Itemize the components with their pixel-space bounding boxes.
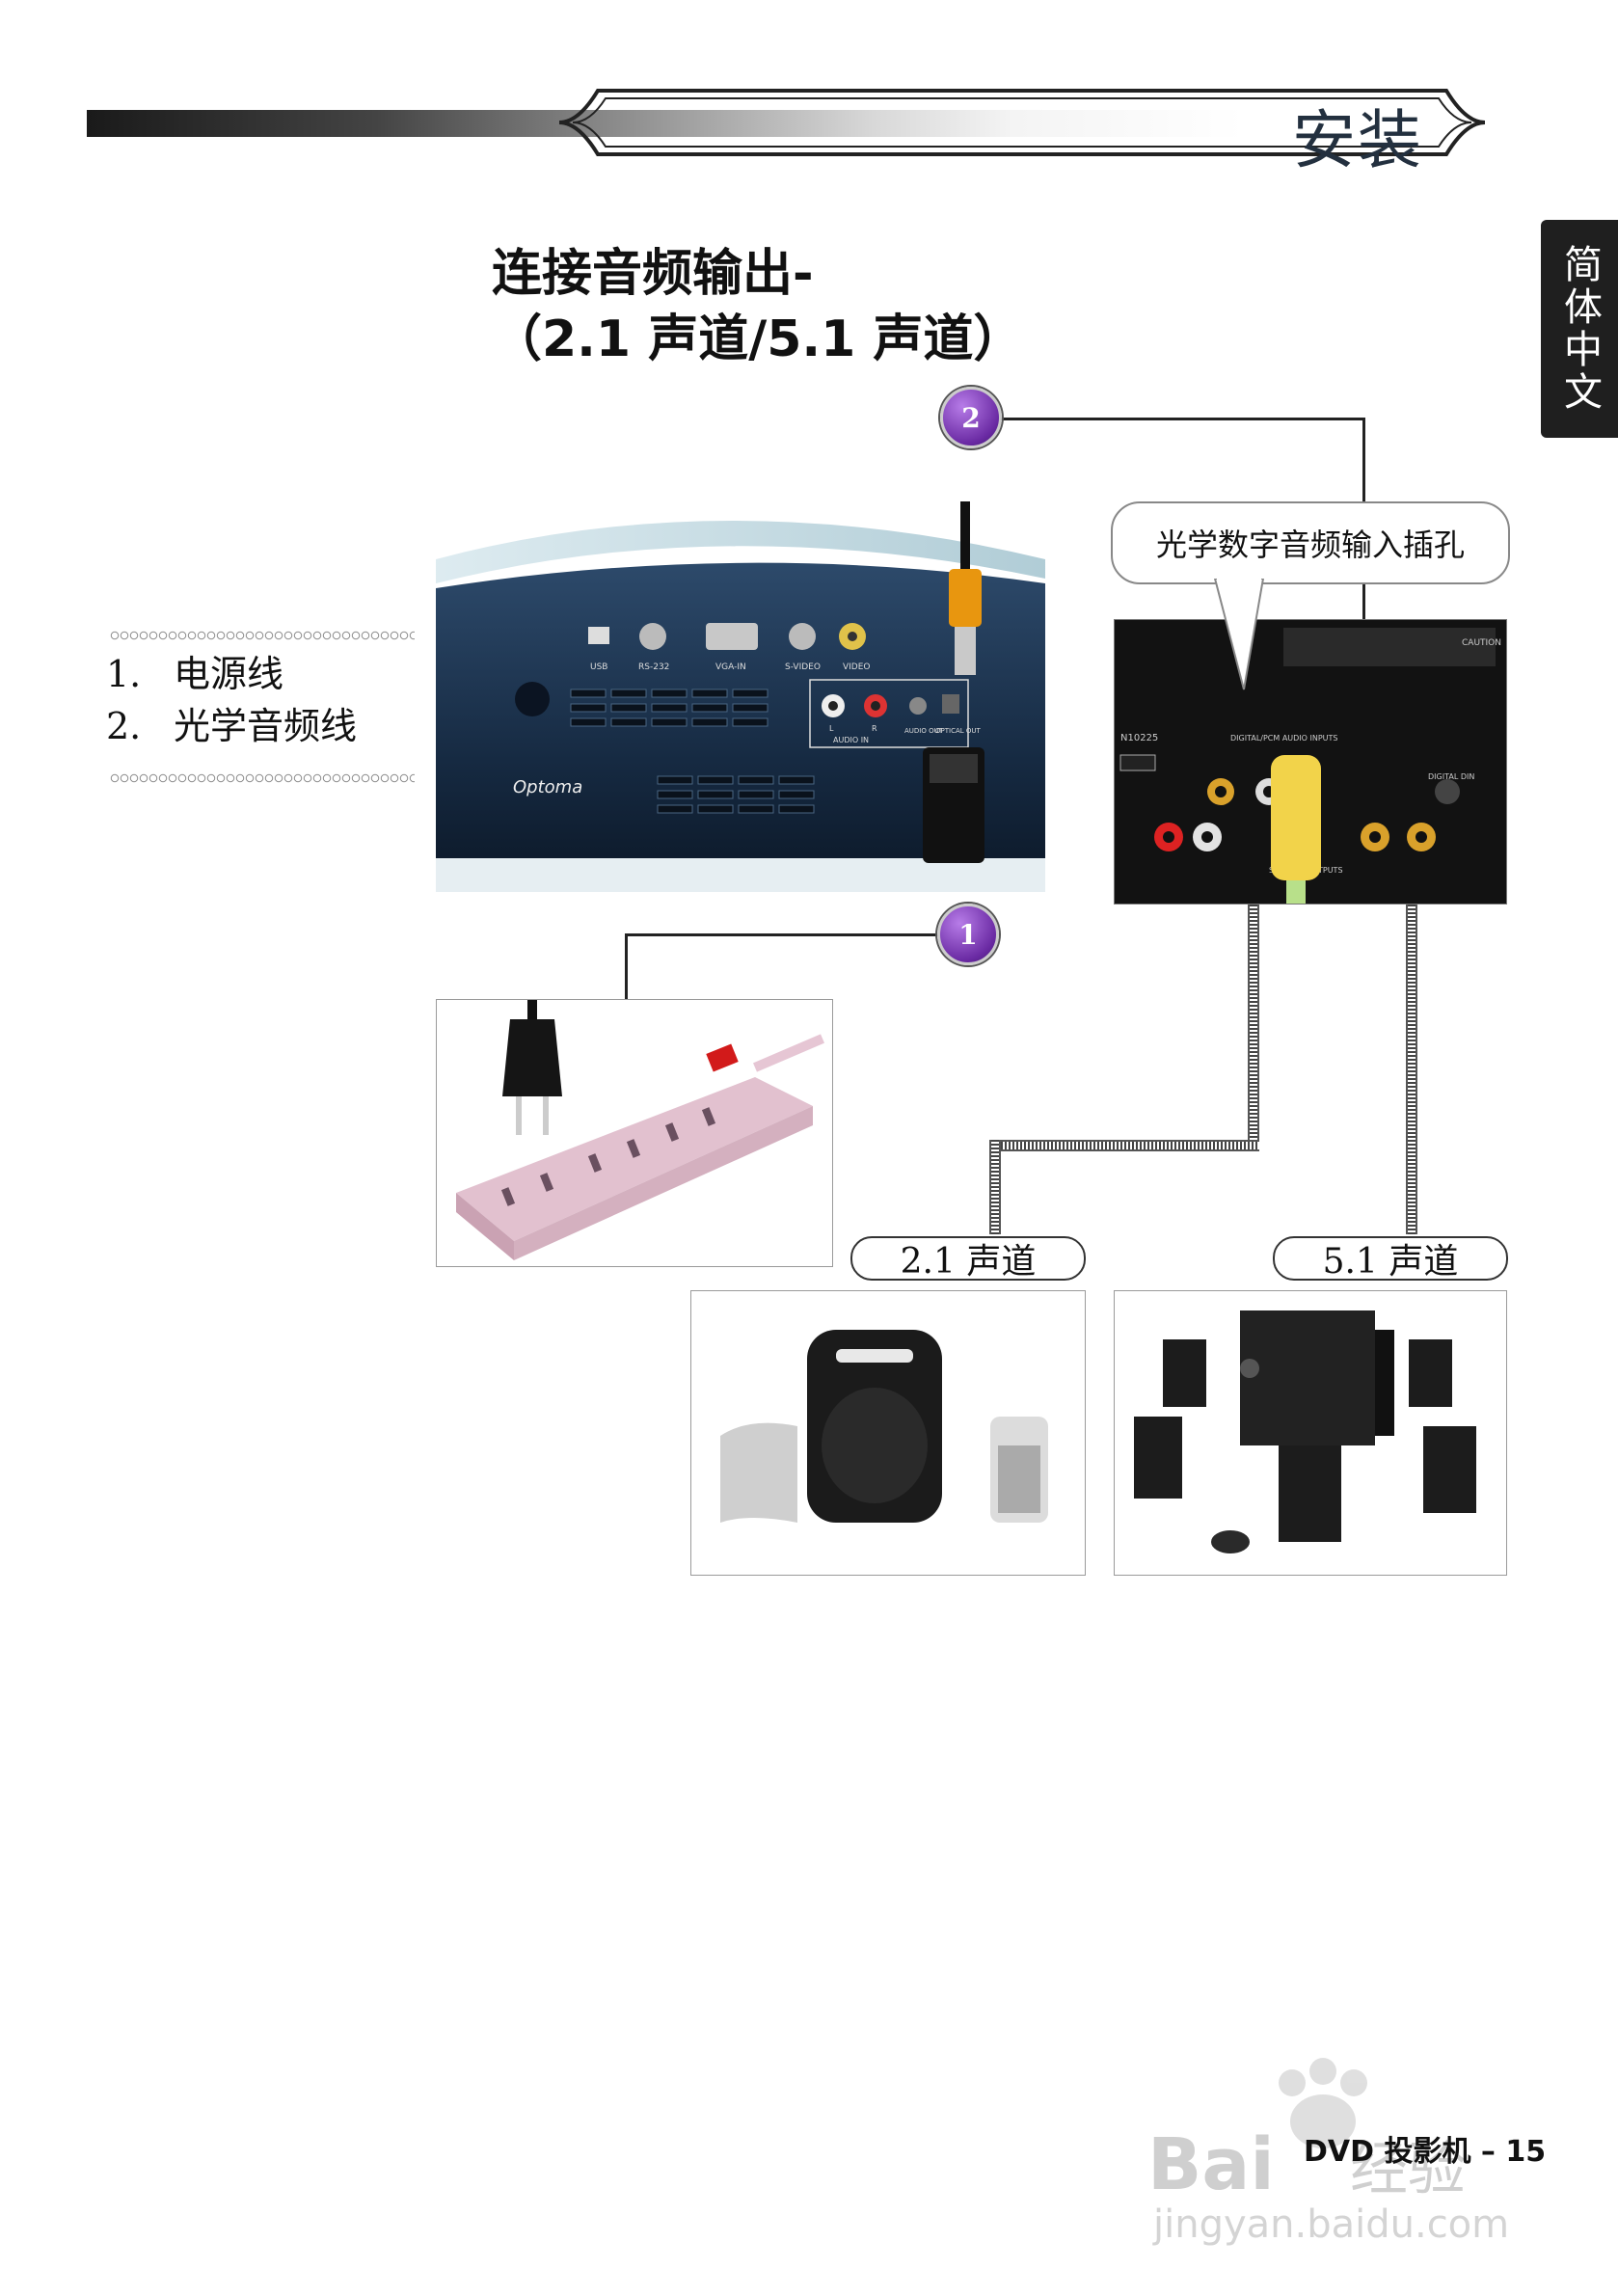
connector-line (993, 418, 1365, 420)
speakers-5-1-illustration (1134, 1310, 1476, 1553)
language-tab: 简体中文 (1541, 220, 1618, 438)
legend-item: 2.光学音频线 (106, 705, 358, 747)
watermark-brand: Bai (1147, 2123, 1275, 2206)
connection-title: 连接音频输出- （2.1 声道/5.1 声道） (492, 241, 1023, 372)
receiver-digital-din-label: DIGITAL DIN (1428, 772, 1474, 781)
language-tab-label: 简体中文 (1557, 244, 1602, 414)
receiver-caution: CAUTION (1462, 638, 1501, 648)
callout-pointer (1213, 579, 1265, 690)
power-strip-photo (436, 999, 833, 1267)
receiver-digital-inputs-label: DIGITAL/PCM AUDIO INPUTS (1230, 734, 1338, 743)
baidu-watermark: Bai 经验 jingyan.baidu.com (1147, 2058, 1509, 2247)
audio-l-label: L (829, 724, 834, 733)
speakers-5-1-photo (1114, 1290, 1507, 1576)
legend-list: 1.电源线 2.光学音频线 (106, 648, 357, 752)
projector-rear-panel: USB RS-232 VGA-IN S-VIDEO VIDEO L R AUDI… (436, 501, 1045, 892)
legend-bottom-border (110, 771, 415, 785)
brand-logo: Optoma (513, 777, 582, 797)
connection-title-line2: （2.1 声道/5.1 声道） (492, 311, 1024, 368)
page-footer: DVD 投影机 – 15 (1304, 2135, 1547, 2169)
port-label: VIDEO (843, 662, 871, 672)
speakers-2-1-photo (690, 1290, 1086, 1576)
label-5-1-channel: 5.1 声道 (1273, 1236, 1508, 1282)
connection-title-line1: 连接音频输出- (492, 245, 814, 303)
receiver-model: N10225 (1120, 733, 1158, 743)
legend-top-border (110, 629, 415, 642)
audio-out-label: AUDIO OUT (904, 727, 944, 735)
connector-line (1362, 581, 1365, 621)
watermark-suffix: 经验 (1350, 2136, 1466, 2203)
page-section-title: 安装 (1292, 103, 1423, 177)
callout-badge-2: 2 (940, 387, 1002, 448)
optical-input-callout-text: 光学数字音频输入插孔 (1155, 527, 1465, 563)
connector-line (625, 933, 628, 1001)
header-banner-frame (559, 89, 1485, 156)
port-label: VGA-IN (715, 662, 746, 672)
callout-badge-1: 1 (937, 904, 999, 965)
legend-item: 1.电源线 (106, 653, 284, 695)
audio-path-line (1248, 905, 1259, 1146)
receiver-rear-panel: CAUTION N10225 DIGITAL/PCM AUDIO INPUTS … (1114, 619, 1507, 905)
port-label: RS-232 (638, 662, 669, 672)
connector-line (1362, 418, 1365, 502)
connector-line (625, 933, 939, 936)
header-gradient-bar (87, 110, 1244, 137)
optical-out-label: OPTICAL OUT (935, 727, 982, 735)
speakers-2-1-illustration (720, 1330, 1048, 1523)
audio-r-label: R (872, 724, 877, 733)
label-2-1-channel: 2.1 声道 (850, 1236, 1086, 1282)
port-label: USB (590, 662, 607, 672)
watermark-url: jingyan.baidu.com (1152, 2202, 1509, 2247)
port-label: S-VIDEO (785, 662, 821, 672)
power-strip-illustration (456, 1000, 824, 1260)
audio-in-label: AUDIO IN (833, 736, 869, 744)
audio-path-line (989, 1140, 1001, 1234)
audio-path-line (1406, 905, 1417, 1234)
optical-input-callout: 光学数字音频输入插孔 (1111, 501, 1510, 584)
audio-path-line (989, 1140, 1259, 1151)
